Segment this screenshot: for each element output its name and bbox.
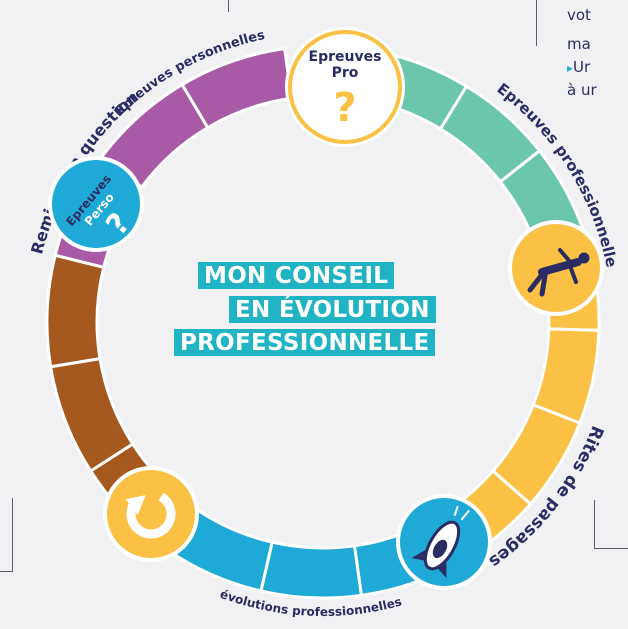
evolution-badge: [396, 494, 492, 590]
title-line-3: PROFESSIONNELLE: [174, 329, 436, 356]
ring-segment-block: [259, 540, 364, 600]
question-mark-icon: ?: [333, 85, 356, 131]
frame-line-top-right: [536, 0, 537, 46]
side-text-line-3-text: Ur: [573, 58, 591, 76]
side-text-line-3: ▸Ur: [567, 58, 590, 76]
refresh-icon: [125, 492, 176, 539]
title-line-2: EN ÉVOLUTION: [229, 296, 436, 323]
remises-badge: [103, 466, 199, 562]
side-text-line-4: à ur: [567, 81, 597, 99]
falling-person-icon: [527, 248, 590, 297]
badge-title-line-1: Epreuves: [309, 49, 382, 65]
bullet-arrow-icon: ▸: [567, 61, 574, 75]
side-text-line-2: ma: [567, 35, 591, 53]
frame-line-bottom-left: [0, 498, 13, 572]
rocket-icon: [411, 505, 470, 578]
rites-badge: [508, 220, 604, 316]
frame-line-top-left: [228, 0, 229, 12]
title-line-1: MON CONSEIL: [198, 262, 395, 289]
side-text-line-1: vot: [567, 6, 591, 24]
ring-segment-block: [45, 253, 106, 369]
badge-title-line-2: Pro: [332, 65, 359, 81]
frame-line-bottom-right: [594, 500, 628, 549]
